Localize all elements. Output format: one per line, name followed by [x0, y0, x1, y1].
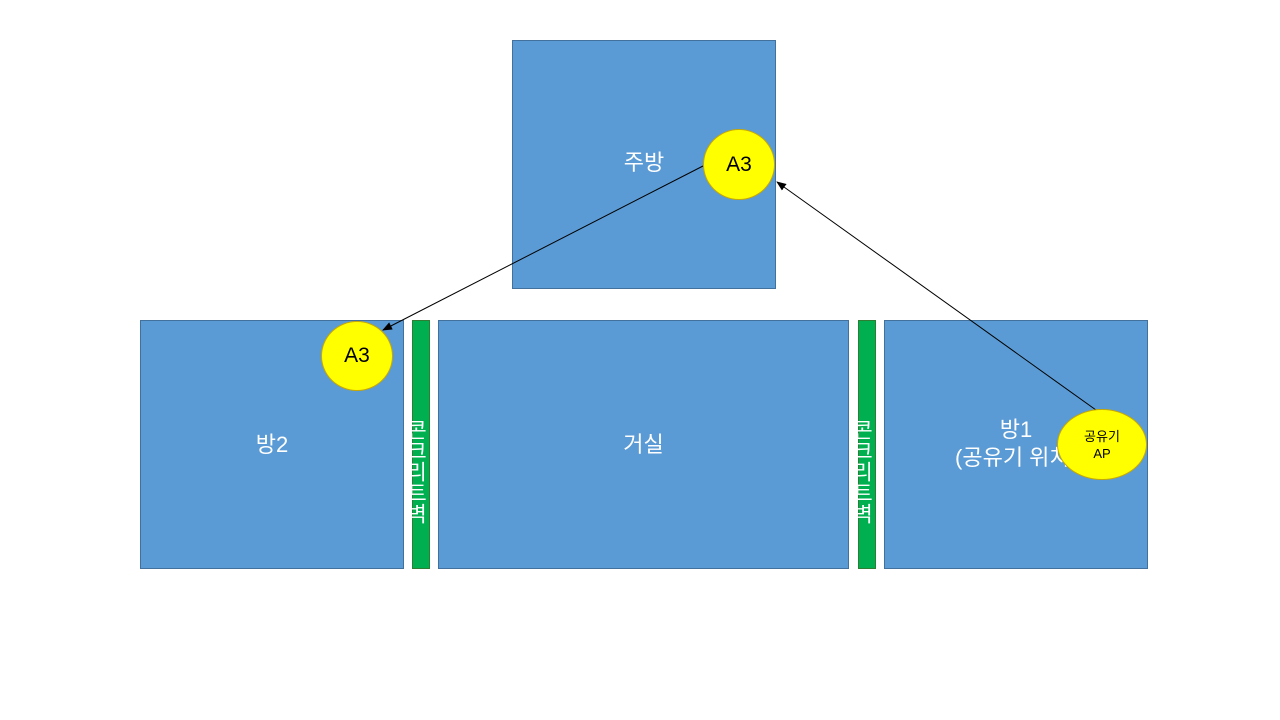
- room2-label: 방2: [255, 432, 289, 457]
- kitchen-ap-label: A3: [726, 152, 752, 176]
- living-room: 거실: [438, 320, 849, 569]
- kitchen-label: 주방: [623, 150, 665, 175]
- room2-ap-node: A3: [321, 321, 393, 391]
- concrete-wall-left-label: 콘크리트벽: [404, 418, 427, 524]
- router-ap-label: 공유기 AP: [1084, 428, 1120, 461]
- kitchen-ap-node: A3: [703, 129, 775, 200]
- arrow-kitchen-to-room2: [382, 165, 704, 331]
- arrow-router-to-kitchen: [776, 181, 1097, 411]
- concrete-wall-right: 콘크리트벽: [850, 320, 876, 569]
- router-ap-node: 공유기 AP: [1057, 409, 1147, 480]
- room2-ap-label: A3: [344, 344, 370, 367]
- living-label: 거실: [623, 432, 664, 457]
- concrete-wall-left: 콘크리트벽: [404, 320, 430, 569]
- concrete-wall-right-label: 콘크리트벽: [850, 418, 873, 524]
